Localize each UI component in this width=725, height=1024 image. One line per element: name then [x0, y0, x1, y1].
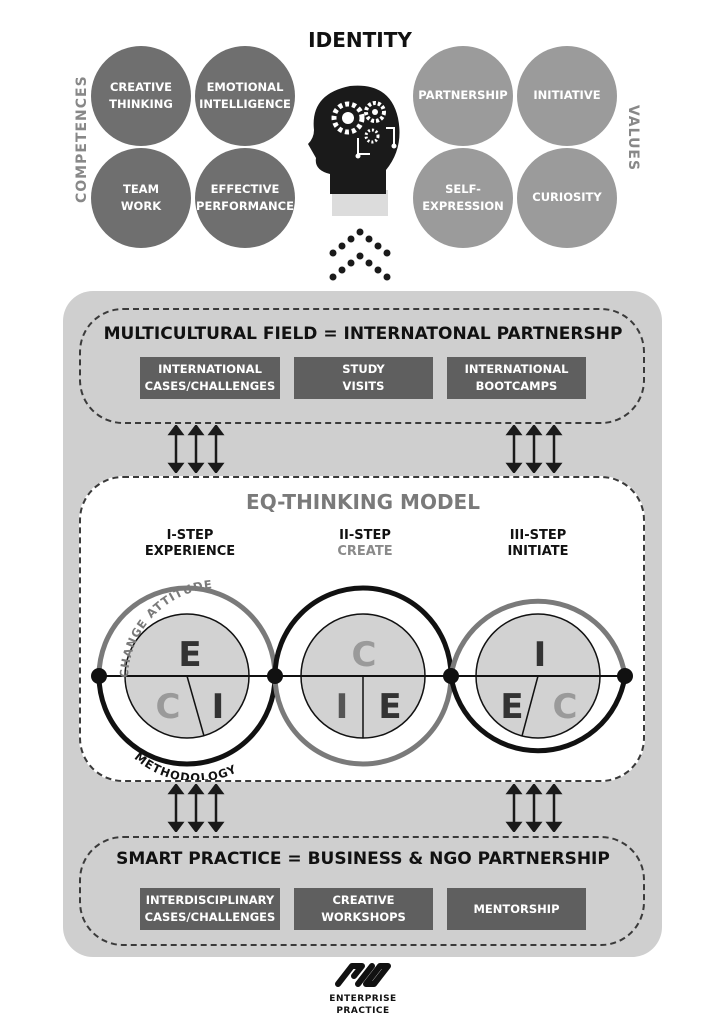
- value-label: SELF- EXPRESSION: [422, 181, 504, 213]
- value-label: CURIOSITY: [532, 190, 602, 205]
- circle-3-right-letter: C: [553, 687, 578, 727]
- ring-1-top: [96, 585, 278, 677]
- circle-1-top-letter: E: [178, 635, 201, 675]
- ring-2-top: [272, 585, 454, 677]
- competence-effective-performance: EFFECTIVE PERFORMANCE: [195, 148, 295, 248]
- box-label: INTERDISCIPLINARY CASES/CHALLENGES: [144, 893, 276, 924]
- circle-2-left-letter: I: [336, 687, 349, 727]
- lower-right-arrows-icon: [505, 784, 563, 832]
- competence-label: EFFECTIVE PERFORMANCE: [196, 181, 294, 213]
- international-cases-box: INTERNATIONAL CASES/CHALLENGES: [140, 357, 280, 399]
- value-label: INITIATIVE: [533, 88, 601, 103]
- eq-cycle-diagram: E C I C I E I E C CHANGE ATTITUDE METHOD…: [91, 577, 633, 780]
- circle-2-top-letter: C: [352, 635, 377, 675]
- box-label: INTERNATIONAL BOOTCAMPS: [464, 362, 569, 393]
- box-label: CREATIVE WORKSHOPS: [321, 893, 406, 924]
- values-label: VALUES: [625, 104, 641, 172]
- ring-2-bottom: [272, 675, 454, 767]
- circle-3-top-letter: I: [534, 635, 547, 675]
- creative-workshops-box: CREATIVE WORKSHOPS: [294, 888, 433, 930]
- smart-practice-field: [79, 836, 645, 946]
- circle-1-left-letter: C: [156, 687, 181, 727]
- step-2-number: II-STEP: [339, 528, 391, 543]
- competence-label: CREATIVE THINKING: [109, 79, 173, 111]
- step-3-name: INITIATE: [507, 544, 569, 559]
- upper-right-arrows-icon: [505, 425, 563, 473]
- circle-3-left-letter: E: [500, 687, 523, 727]
- step-1-number: I-STEP: [166, 528, 214, 543]
- identity-title: IDENTITY: [308, 28, 412, 52]
- competence-emotional-intelligence: EMOTIONAL INTELLIGENCE: [195, 46, 295, 146]
- ring-3-top: [448, 598, 628, 677]
- value-label: PARTNERSHIP: [418, 88, 508, 103]
- step-2-name: CREATE: [337, 544, 393, 559]
- eq-model-title: EQ-THINKING MODEL: [246, 490, 480, 514]
- head-gears-icon: [308, 85, 400, 216]
- logo-line-1: ENTERPRISE: [329, 994, 397, 1004]
- value-partnership: PARTNERSHIP: [413, 46, 513, 146]
- interdisciplinary-cases-box: INTERDISCIPLINARY CASES/CHALLENGES: [140, 888, 280, 930]
- lower-left-arrows-icon: [167, 784, 225, 832]
- upper-left-arrows-icon: [167, 425, 225, 473]
- enterprise-practice-logo-icon: [335, 963, 391, 987]
- box-label: MENTORSHIP: [473, 901, 560, 916]
- value-initiative: INITIATIVE: [517, 46, 617, 146]
- multicultural-field: [79, 308, 645, 424]
- mentorship-box: MENTORSHIP: [447, 888, 586, 930]
- box-label: INTERNATIONAL CASES/CHALLENGES: [144, 362, 276, 393]
- competence-label: EMOTIONAL INTELLIGENCE: [199, 79, 291, 111]
- international-bootcamps-box: INTERNATIONAL BOOTCAMPS: [447, 357, 586, 399]
- up-chevrons-icon: [329, 228, 391, 281]
- study-visits-box: STUDY VISITS: [294, 357, 433, 399]
- ring-3-bottom: [448, 675, 628, 754]
- value-self-expression: SELF- EXPRESSION: [413, 148, 513, 248]
- competence-creative-thinking: CREATIVE THINKING: [91, 46, 191, 146]
- ring-1-bottom: [96, 675, 278, 767]
- value-curiosity: CURIOSITY: [517, 148, 617, 248]
- logo-line-2: PRACTICE: [336, 1006, 390, 1016]
- box-label: STUDY VISITS: [342, 362, 385, 393]
- smart-practice-title: SMART PRACTICE = BUSINESS & NGO PARTNERS…: [116, 849, 610, 869]
- competence-label: TEAM WORK: [120, 181, 162, 213]
- step-3-number: III-STEP: [509, 528, 567, 543]
- circle-2-right-letter: E: [378, 687, 401, 727]
- competences-label: COMPETENCES: [74, 75, 90, 203]
- competence-team-work: TEAM WORK: [91, 148, 191, 248]
- circle-1-right-letter: I: [212, 687, 225, 727]
- multicultural-title: MULTICULTURAL FIELD = INTERNATONAL PARTN…: [103, 324, 623, 344]
- step-1-name: EXPERIENCE: [144, 544, 236, 559]
